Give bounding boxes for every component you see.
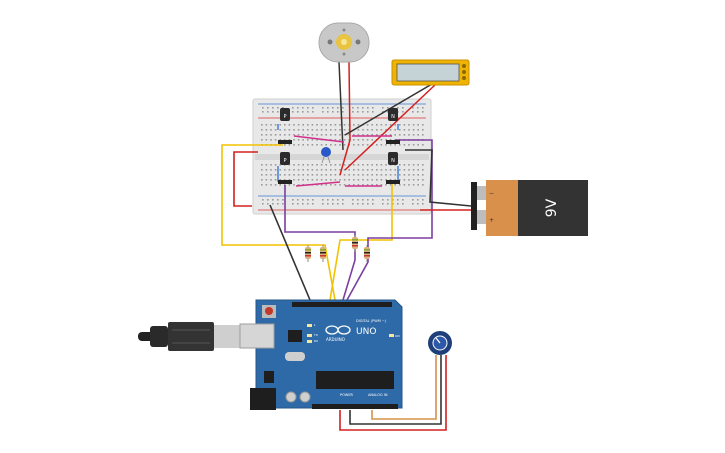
svg-text:N: N	[391, 158, 395, 164]
wire-yellow-right[interactable]	[329, 180, 393, 301]
on-led-label: ON	[395, 334, 400, 338]
wire-motor-red[interactable]	[339, 61, 351, 176]
resistor-2[interactable]	[320, 245, 326, 262]
wire-red-left[interactable]	[233, 151, 258, 207]
potentiometer[interactable]	[428, 331, 452, 355]
arduino-model-label: UNO	[356, 327, 376, 337]
power-header-label: POWER	[340, 393, 354, 397]
svg-text:−: −	[489, 190, 494, 197]
battery-9v[interactable]: − + 9V	[471, 180, 588, 236]
wire-purple-left[interactable]	[284, 185, 356, 301]
wire-motor-black[interactable]	[338, 61, 344, 151]
arduino-uno-board[interactable]: UNO ARDUINO DIGITAL (PWM ~) POWER ANALOG…	[239, 299, 403, 410]
transistor-p-bottom[interactable]: P	[280, 152, 290, 165]
arduino-brand-label: ARDUINO	[326, 337, 345, 342]
wire-meter-red[interactable]	[344, 83, 437, 171]
svg-text:N: N	[391, 114, 395, 120]
rx-led-label: RX	[314, 339, 318, 343]
wire-purple-right[interactable]	[346, 139, 433, 301]
svg-text:P: P	[283, 158, 286, 164]
battery-label: 9V	[544, 198, 560, 217]
l-led-label: L	[314, 323, 316, 327]
wire-battery-black[interactable]	[405, 149, 472, 207]
transistor-n-bottom[interactable]: N	[388, 152, 398, 165]
wire-pot-black[interactable]	[349, 355, 442, 425]
usb-cable[interactable]	[138, 322, 240, 351]
tx-led-label: TX	[313, 333, 318, 337]
svg-text:+: +	[489, 217, 494, 224]
svg-text:P: P	[283, 114, 286, 120]
transistor-p-top[interactable]: P	[280, 108, 290, 121]
wire-pot-orange[interactable]	[371, 355, 437, 420]
digital-header-label: DIGITAL (PWM ~)	[356, 319, 387, 323]
analog-header-label: ANALOG IN	[368, 393, 388, 397]
resistor-4[interactable]	[364, 245, 370, 262]
resistor-3[interactable]	[352, 235, 358, 252]
transistor-n-top[interactable]: N	[388, 108, 398, 121]
wire-black-gnd[interactable]	[269, 204, 311, 301]
multimeter-display[interactable]	[391, 59, 470, 86]
wire-yellow-left[interactable]	[221, 144, 336, 301]
dc-motor[interactable]	[318, 22, 370, 63]
resistor-1[interactable]	[305, 245, 311, 262]
capacitor[interactable]	[321, 147, 331, 164]
wire-pot-red[interactable]	[339, 355, 447, 431]
